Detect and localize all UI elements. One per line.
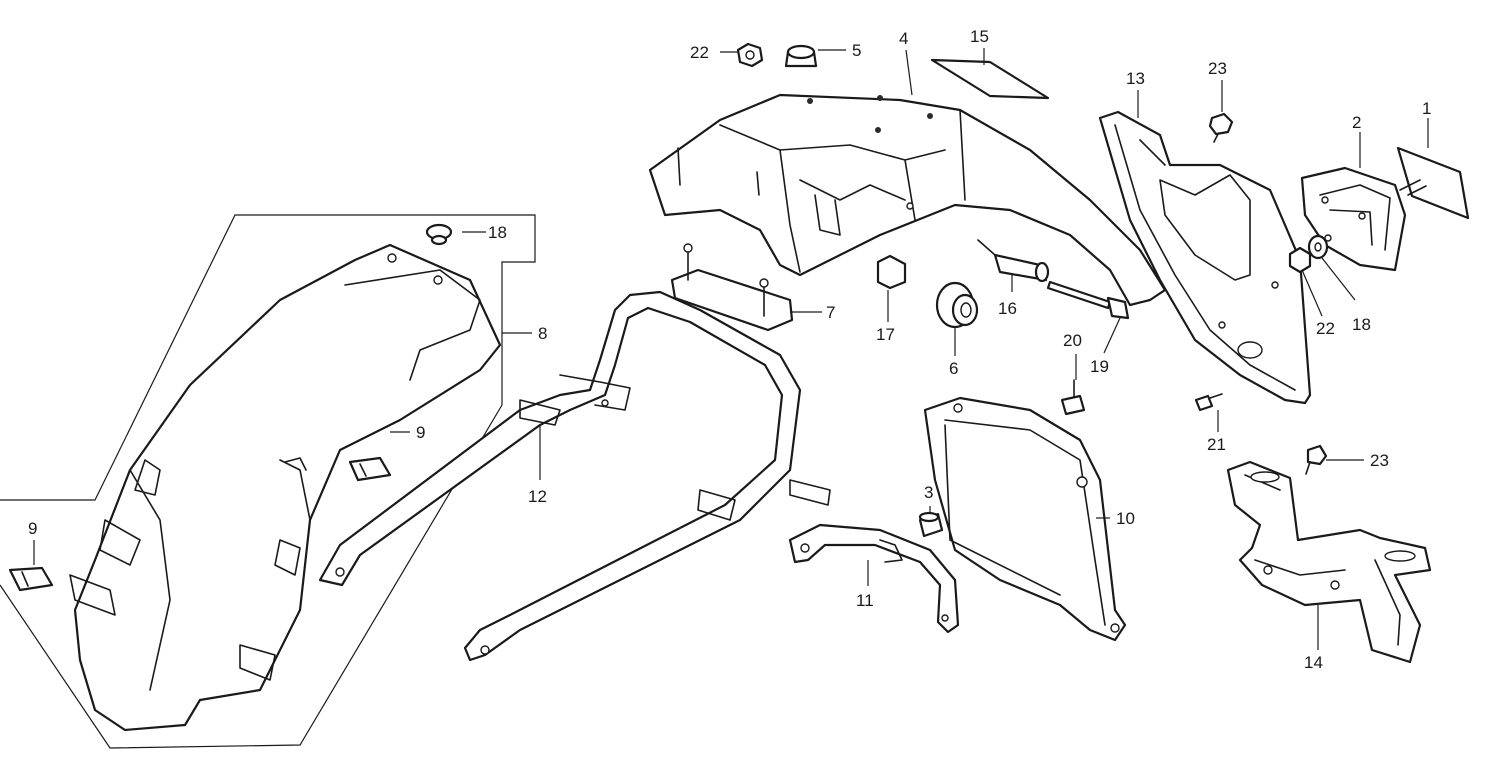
- callout-22-right: 22: [1316, 319, 1335, 338]
- rubber-grommet-part: [784, 44, 818, 68]
- nut-part: [1288, 246, 1312, 274]
- bolt-part: [1208, 112, 1234, 143]
- inner-rear-fender-part: [0, 214, 536, 749]
- callout-2: 2: [1352, 113, 1361, 132]
- cushion-part: [935, 281, 979, 329]
- spacer-collar-part: [977, 239, 1050, 283]
- callout-18-right: 18: [1352, 315, 1371, 334]
- mounting-bracket-part: [1226, 460, 1432, 664]
- callout-labels: 22 5 4 15 13 23 2 1 22 18 18 8 9 9 12 7 …: [28, 27, 1431, 672]
- grommet-part: [425, 223, 453, 246]
- stud-plate-part: [670, 243, 794, 332]
- callout-23-lower: 23: [1370, 451, 1389, 470]
- callout-21: 21: [1207, 435, 1226, 454]
- callout-19: 19: [1090, 357, 1109, 376]
- license-bracket-part: [1098, 110, 1312, 405]
- nut-part: [736, 42, 764, 68]
- callout-23-top: 23: [1208, 59, 1227, 78]
- mud-guard-panel-part: [923, 396, 1127, 642]
- callout-1: 1: [1422, 99, 1431, 118]
- bolt-part: [1305, 444, 1328, 475]
- screw-part: [1060, 379, 1086, 416]
- callout-5: 5: [852, 41, 861, 60]
- screw-part: [1194, 393, 1223, 412]
- rear-fender-part: [648, 93, 1167, 307]
- callout-4: 4: [899, 29, 908, 48]
- clip-part: [348, 456, 392, 482]
- callout-9-lower: 9: [28, 519, 37, 538]
- lens-plate-part: [1396, 146, 1470, 220]
- callout-7: 7: [826, 303, 835, 322]
- side-bracket-part: [788, 523, 960, 634]
- callout-15: 15: [970, 27, 989, 46]
- callout-11: 11: [856, 591, 874, 610]
- callout-20: 20: [1063, 331, 1082, 350]
- callout-3: 3: [924, 483, 933, 502]
- callout-17: 17: [876, 325, 895, 344]
- callout-22: 22: [690, 43, 709, 62]
- callout-16: 16: [998, 299, 1017, 318]
- clip-part: [8, 566, 54, 592]
- bolt-part: [1046, 280, 1130, 320]
- callout-6: 6: [949, 359, 958, 378]
- callout-9-upper: 9: [416, 423, 425, 442]
- seal-tape-part: [930, 58, 1050, 100]
- collar-part: [918, 511, 944, 538]
- callout-13: 13: [1126, 69, 1145, 88]
- callout-10: 10: [1116, 509, 1135, 528]
- collar-part: [876, 254, 907, 290]
- callout-8: 8: [538, 324, 547, 343]
- callout-12: 12: [528, 487, 547, 506]
- callout-14: 14: [1304, 653, 1323, 672]
- callout-18: 18: [488, 223, 507, 242]
- grab-rail-part: [318, 290, 831, 662]
- washer-part: [1307, 234, 1329, 260]
- leader-lines: [33, 48, 1429, 650]
